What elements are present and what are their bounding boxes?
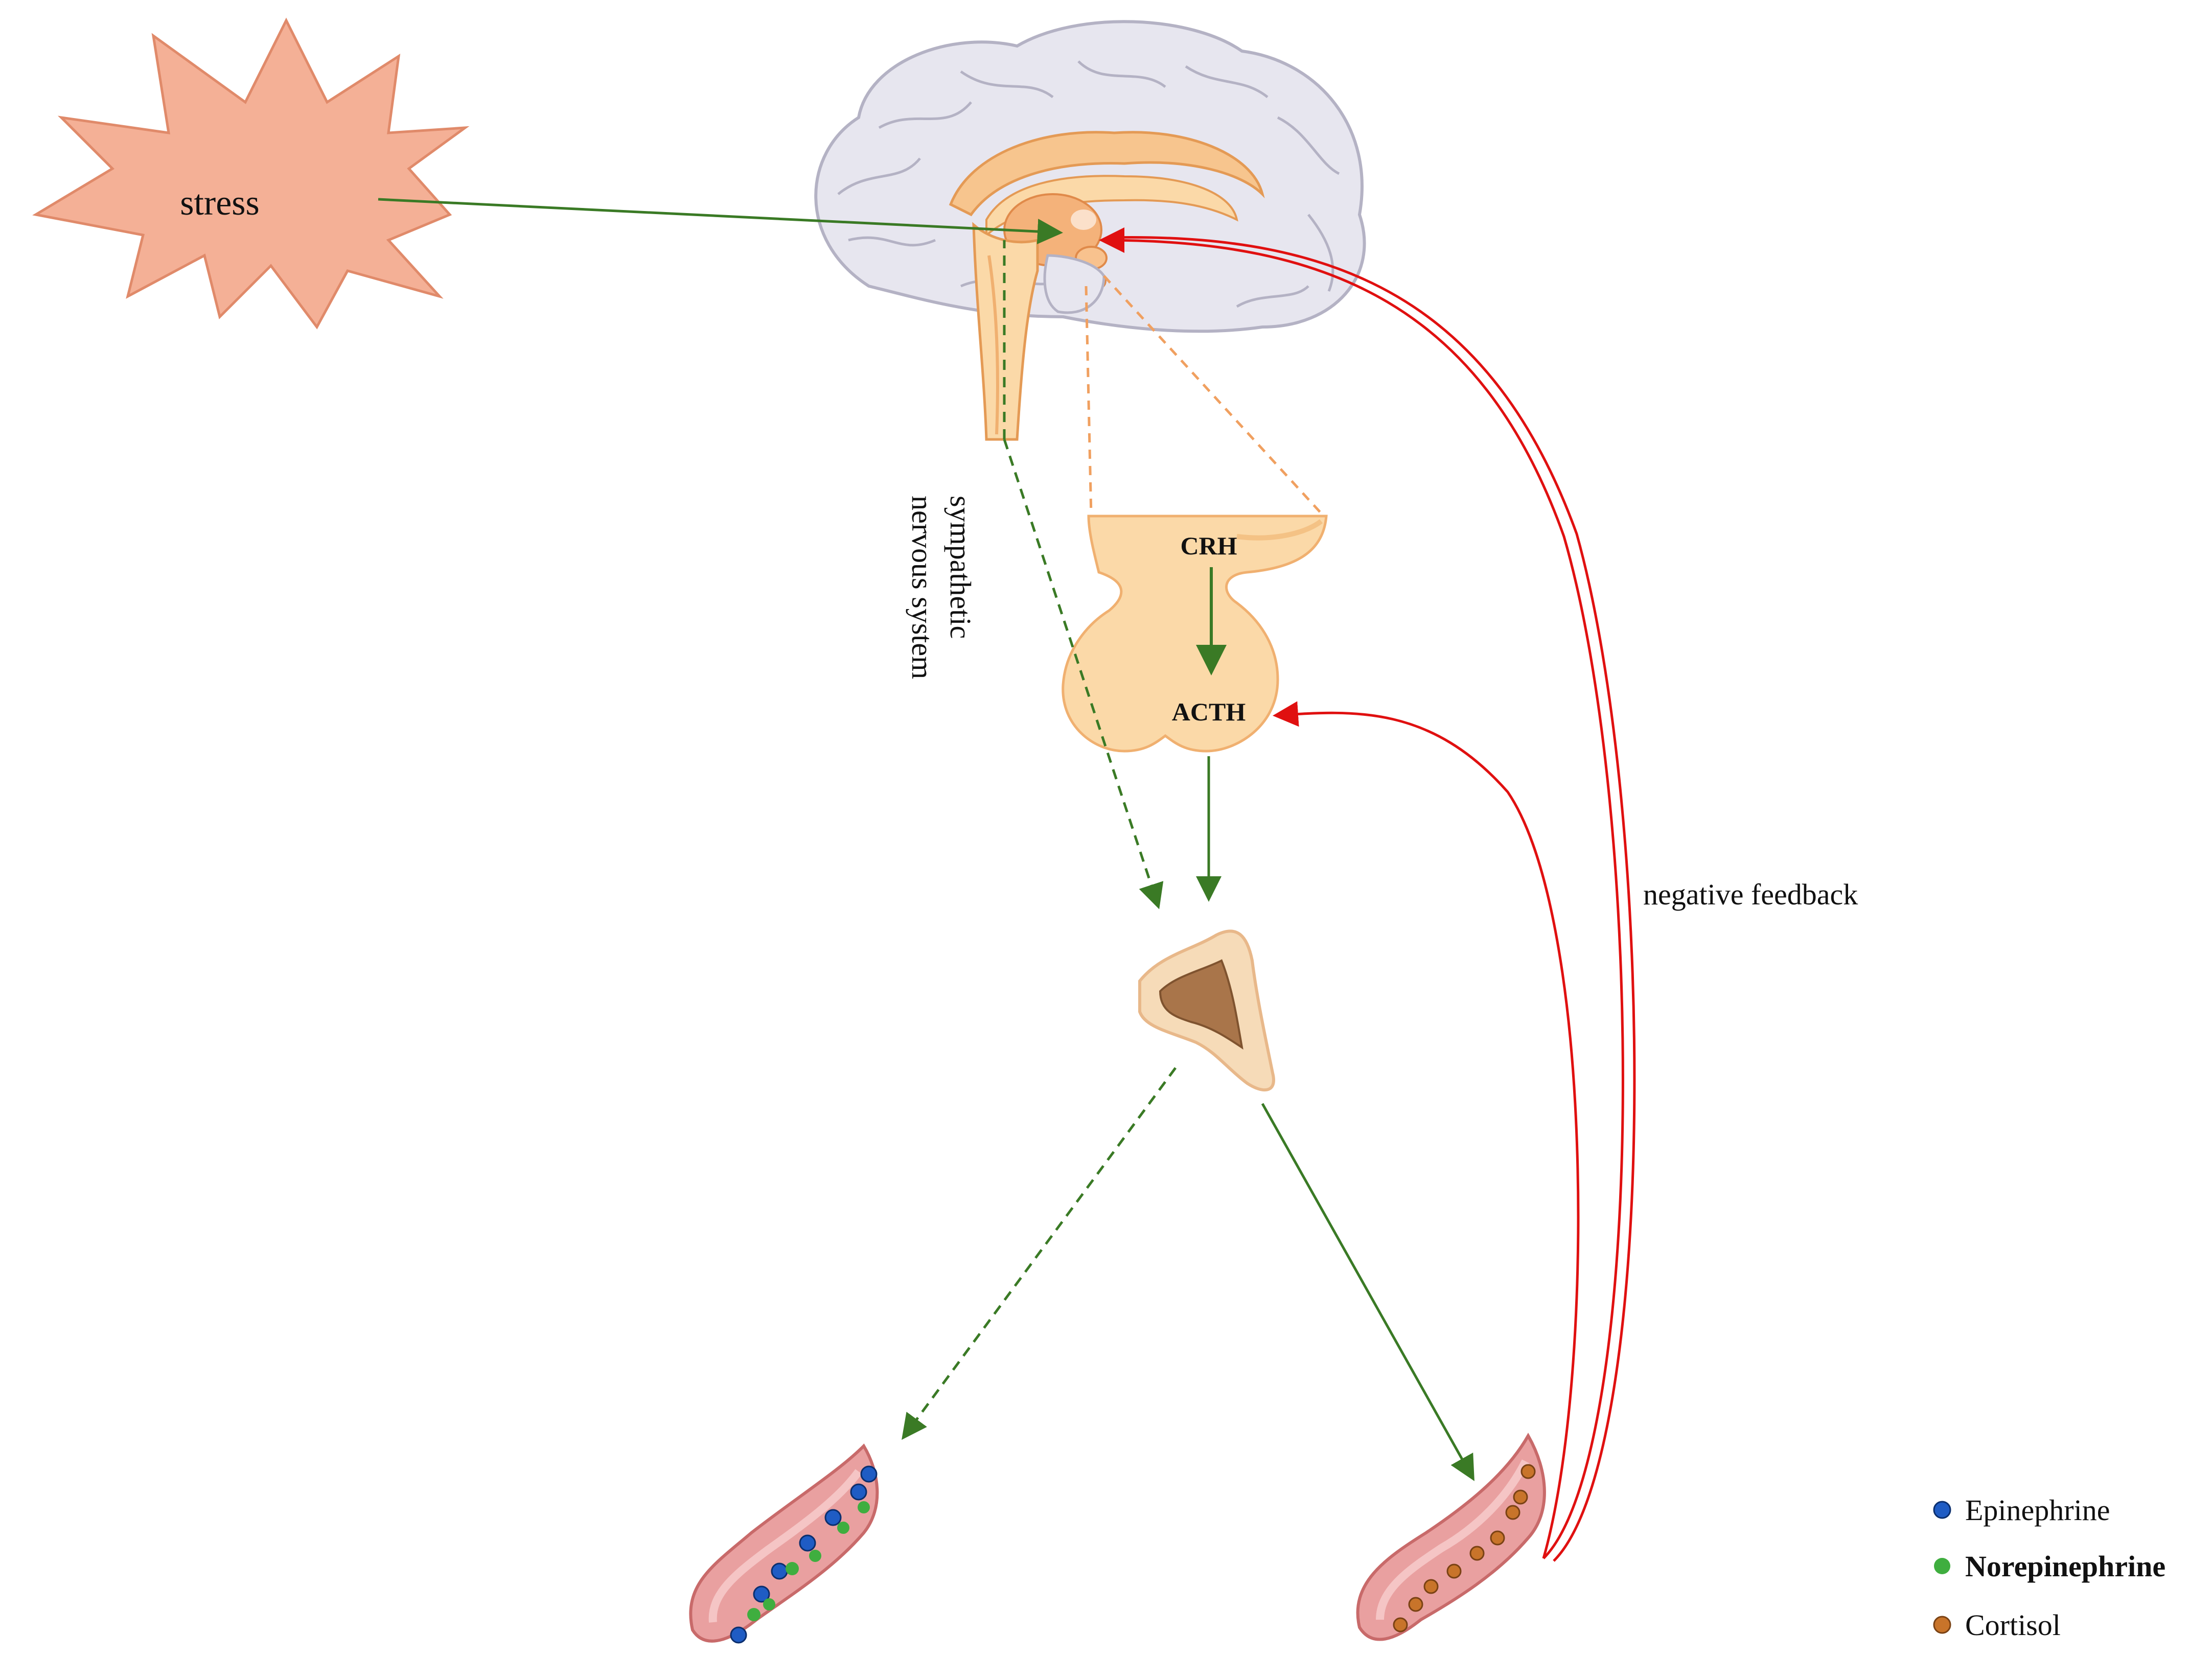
pituitary-gland-icon bbox=[1062, 515, 1328, 753]
legend-epinephrine-label: Epinephrine bbox=[1965, 1494, 2110, 1527]
stress-burst-icon bbox=[32, 17, 470, 330]
stress-label: stress bbox=[180, 183, 260, 223]
norepinephrine-particles bbox=[747, 1501, 870, 1621]
legend-epinephrine-swatch bbox=[1933, 1501, 1951, 1519]
sympathetic-label: sympathetic bbox=[944, 496, 977, 639]
legend-cortisol-swatch bbox=[1933, 1616, 1951, 1634]
sympathetic-pathway-arrow bbox=[1003, 240, 1158, 904]
brain-sagittal-icon bbox=[814, 20, 1366, 441]
nervous-system-label: nervous system bbox=[906, 496, 939, 679]
negative-feedback-label: negative feedback bbox=[1643, 878, 1858, 911]
stress-to-hypothalamus-arrow bbox=[378, 198, 1063, 245]
sympathetic-label-group: sympathetic nervous system bbox=[906, 496, 977, 679]
negative-feedback-arrows bbox=[1099, 227, 1636, 1562]
adrenal-gland-icon bbox=[1138, 929, 1275, 1091]
legend: Epinephrine Norepinephrine Cortisol bbox=[1933, 1494, 2165, 1642]
legend-norepinephrine-label: Norepinephrine bbox=[1965, 1550, 2165, 1583]
epinephrine-particles bbox=[730, 1465, 878, 1644]
acth-label: ACTH bbox=[1172, 697, 1246, 726]
blood-vessel-right-icon bbox=[1356, 1432, 1546, 1641]
cortisol-particles bbox=[1393, 1464, 1536, 1632]
zoom-guide-lines bbox=[1085, 275, 1325, 517]
blood-vessel-left-icon bbox=[689, 1443, 879, 1644]
adrenal-to-right-vessel-arrow bbox=[1261, 1103, 1474, 1481]
legend-norepinephrine-swatch bbox=[1934, 1558, 1950, 1574]
legend-cortisol-label: Cortisol bbox=[1965, 1608, 2061, 1642]
crh-label: CRH bbox=[1180, 531, 1237, 560]
adrenal-to-left-vessel-arrow bbox=[902, 1067, 1177, 1440]
